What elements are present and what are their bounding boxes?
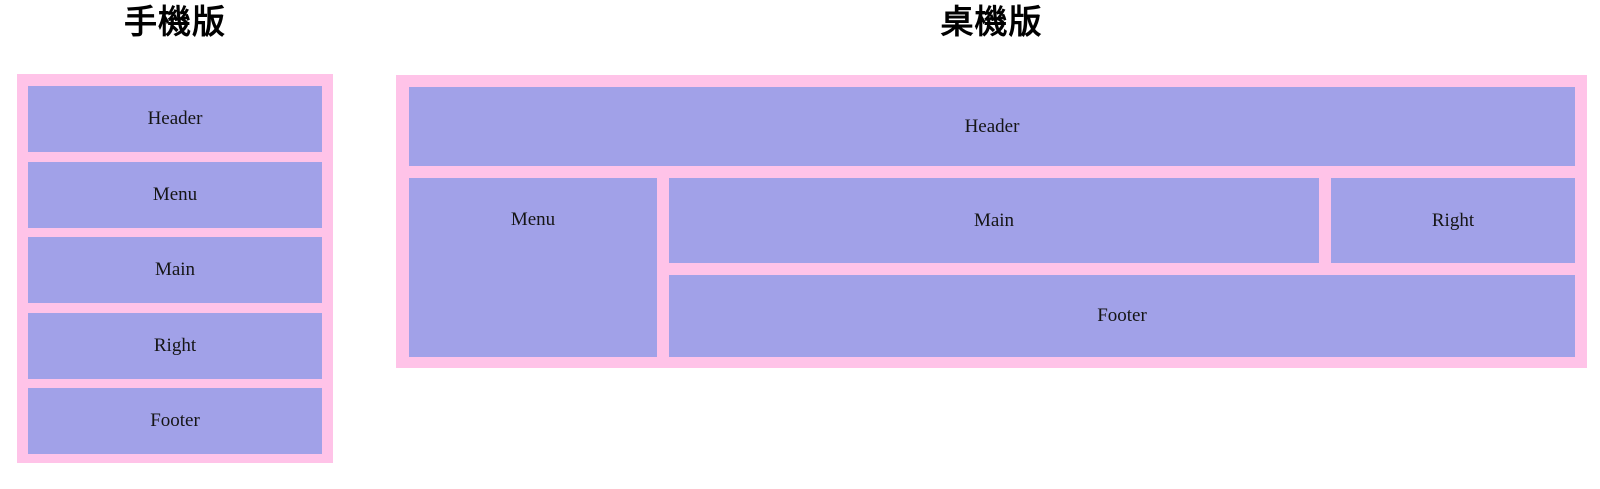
- mobile-footer-box: Footer: [28, 388, 322, 454]
- mobile-right-box: Right: [28, 312, 322, 379]
- desktop-right-box: Right: [1331, 178, 1575, 263]
- desktop-layout-container: Header Menu Main Right Footer: [396, 75, 1587, 368]
- desktop-main-box: Main: [669, 178, 1319, 263]
- desktop-section-title: 桌機版: [940, 3, 1043, 40]
- mobile-main-box: Main: [28, 237, 322, 303]
- mobile-header-box: Header: [28, 86, 322, 152]
- mobile-layout-container: Header Menu Main Right Footer: [17, 74, 333, 463]
- mobile-menu-box: Menu: [28, 161, 322, 228]
- mobile-section-title: 手機版: [124, 3, 226, 40]
- desktop-footer-box: Footer: [669, 275, 1575, 357]
- desktop-menu-box: Menu: [409, 178, 657, 357]
- desktop-header-box: Header: [409, 87, 1575, 166]
